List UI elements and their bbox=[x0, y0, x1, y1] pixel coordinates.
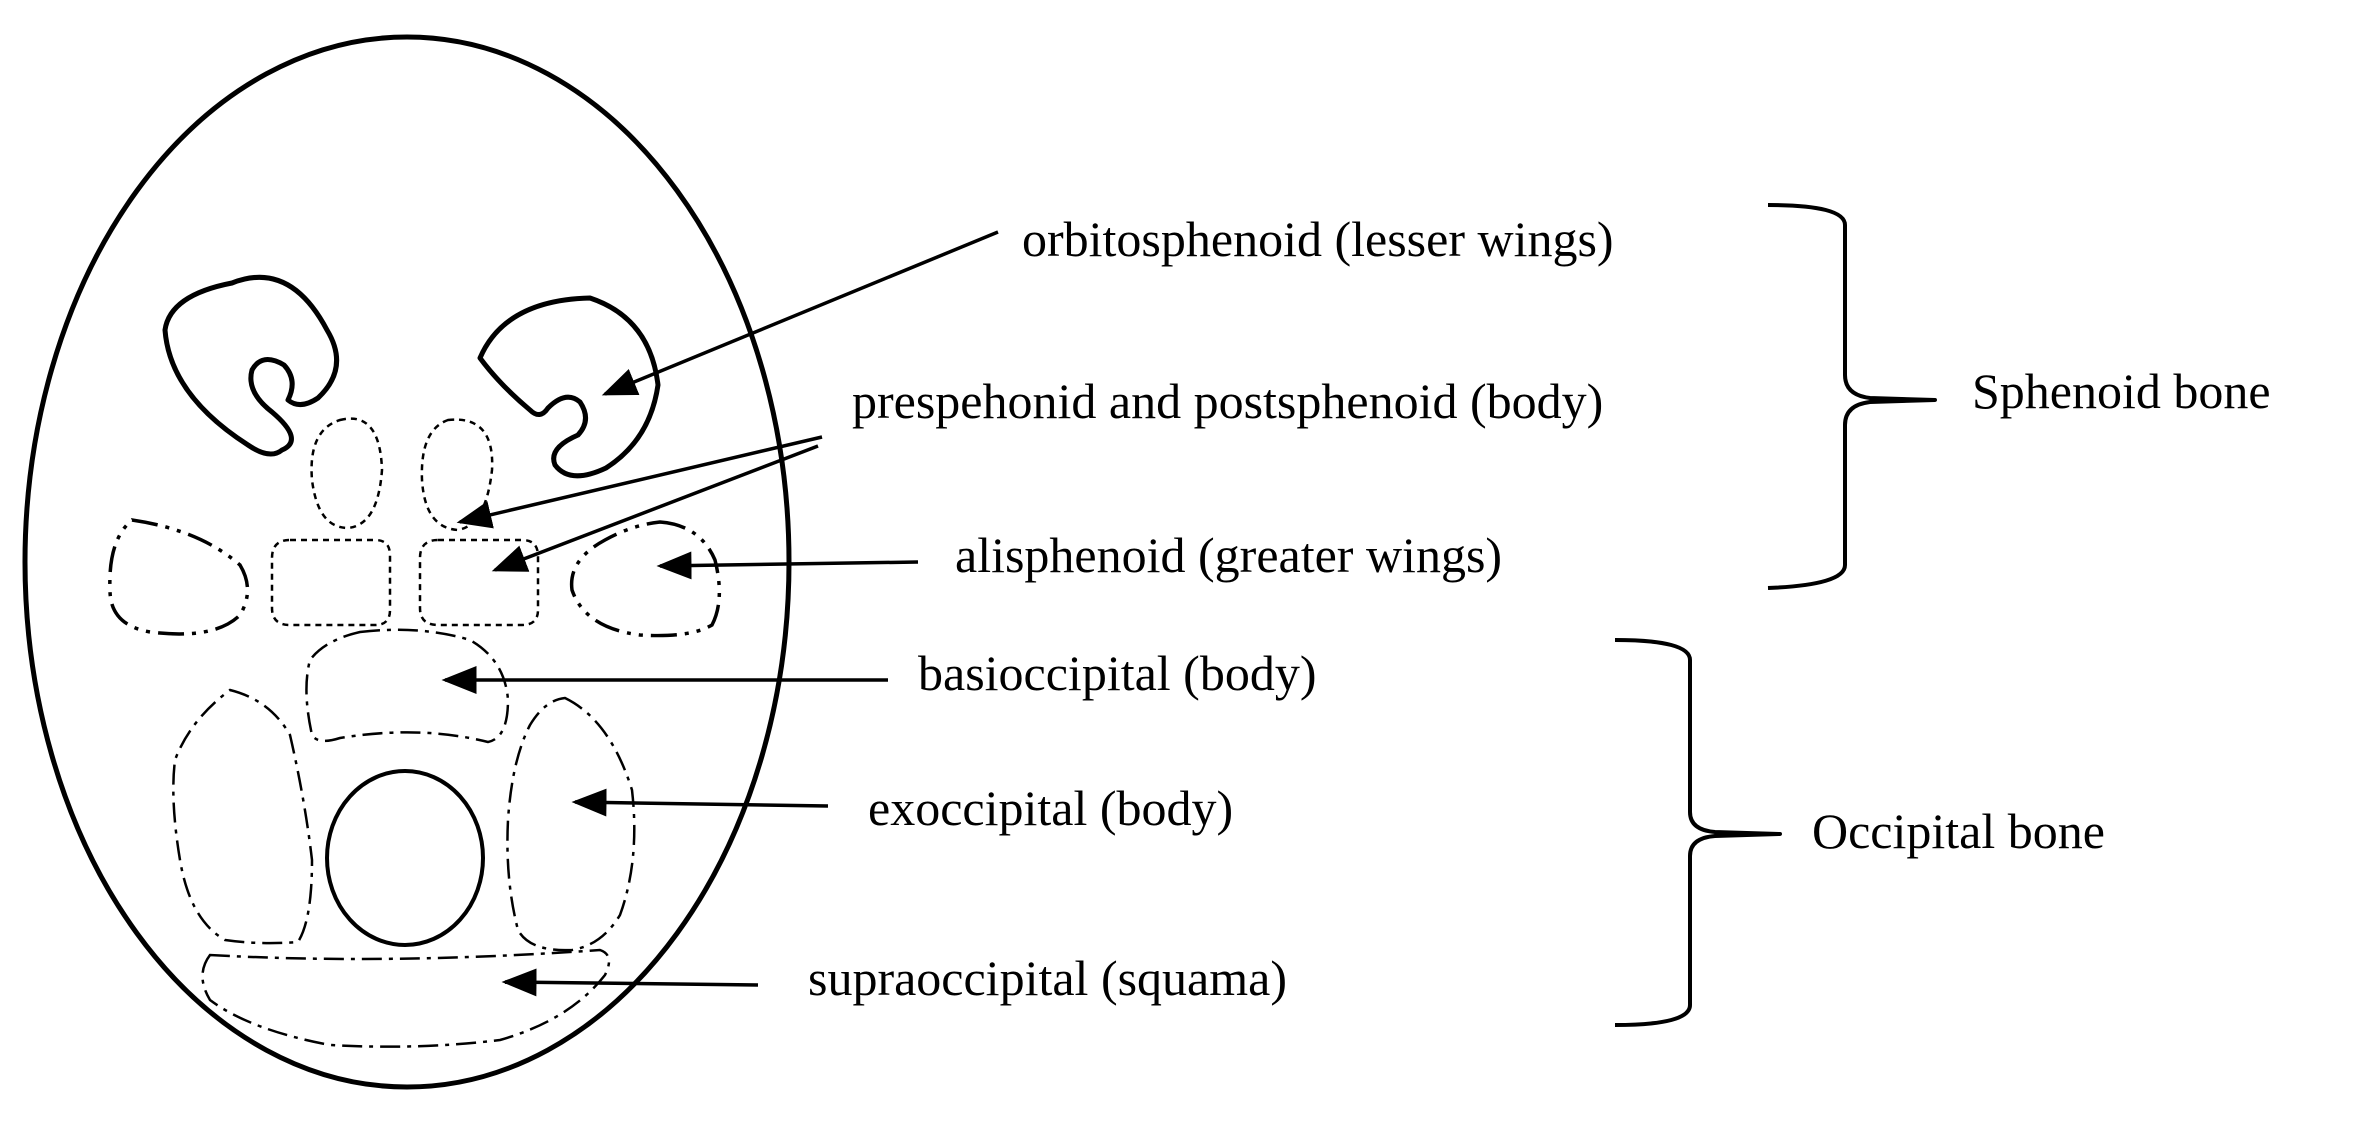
supraoccipital-shape bbox=[201, 948, 611, 1048]
arrow-presphenoid-upper bbox=[456, 435, 823, 529]
alisphenoid-left-shape bbox=[108, 518, 250, 636]
arrow-alisphenoid bbox=[656, 551, 919, 580]
arrow-orbitosphenoid bbox=[601, 230, 999, 396]
label-presphenoid: prespehonid and postsphenoid (body) bbox=[852, 373, 1603, 429]
foramen-magnum bbox=[325, 769, 485, 947]
basioccipital-shape bbox=[305, 628, 510, 744]
presphenoid-left-shape bbox=[310, 417, 384, 530]
postsphenoid-left-shape bbox=[270, 538, 392, 627]
label-orbitosphenoid: orbitosphenoid (lesser wings) bbox=[1022, 211, 1614, 267]
label-alisphenoid: alisphenoid (greater wings) bbox=[955, 527, 1502, 583]
exoccipital-left-shape bbox=[172, 688, 314, 945]
postsphenoid-right-shape bbox=[418, 538, 540, 627]
arrow-presphenoid-lower bbox=[491, 444, 819, 572]
group-label-occipital: Occipital bone bbox=[1812, 803, 2105, 859]
orbitosphenoid-right-shape bbox=[477, 295, 661, 479]
presphenoid-right-shape bbox=[420, 418, 494, 532]
label-basioccipital: basioccipital (body) bbox=[918, 645, 1317, 701]
sphenoid-bracket bbox=[1767, 203, 1937, 590]
arrow-exoccipital bbox=[571, 788, 829, 817]
label-exoccipital: exoccipital (body) bbox=[868, 780, 1233, 836]
alisphenoid-right-shape bbox=[569, 520, 722, 638]
label-supraoccipital: supraoccipital (squama) bbox=[808, 950, 1287, 1006]
orbitosphenoid-left-shape bbox=[162, 274, 340, 457]
group-label-sphenoid: Sphenoid bone bbox=[1972, 363, 2271, 419]
exoccipital-right-shape bbox=[506, 696, 636, 952]
skull-outline bbox=[22, 34, 792, 1090]
arrow-supraoccipital bbox=[501, 968, 759, 997]
occipital-bracket bbox=[1614, 638, 1782, 1027]
